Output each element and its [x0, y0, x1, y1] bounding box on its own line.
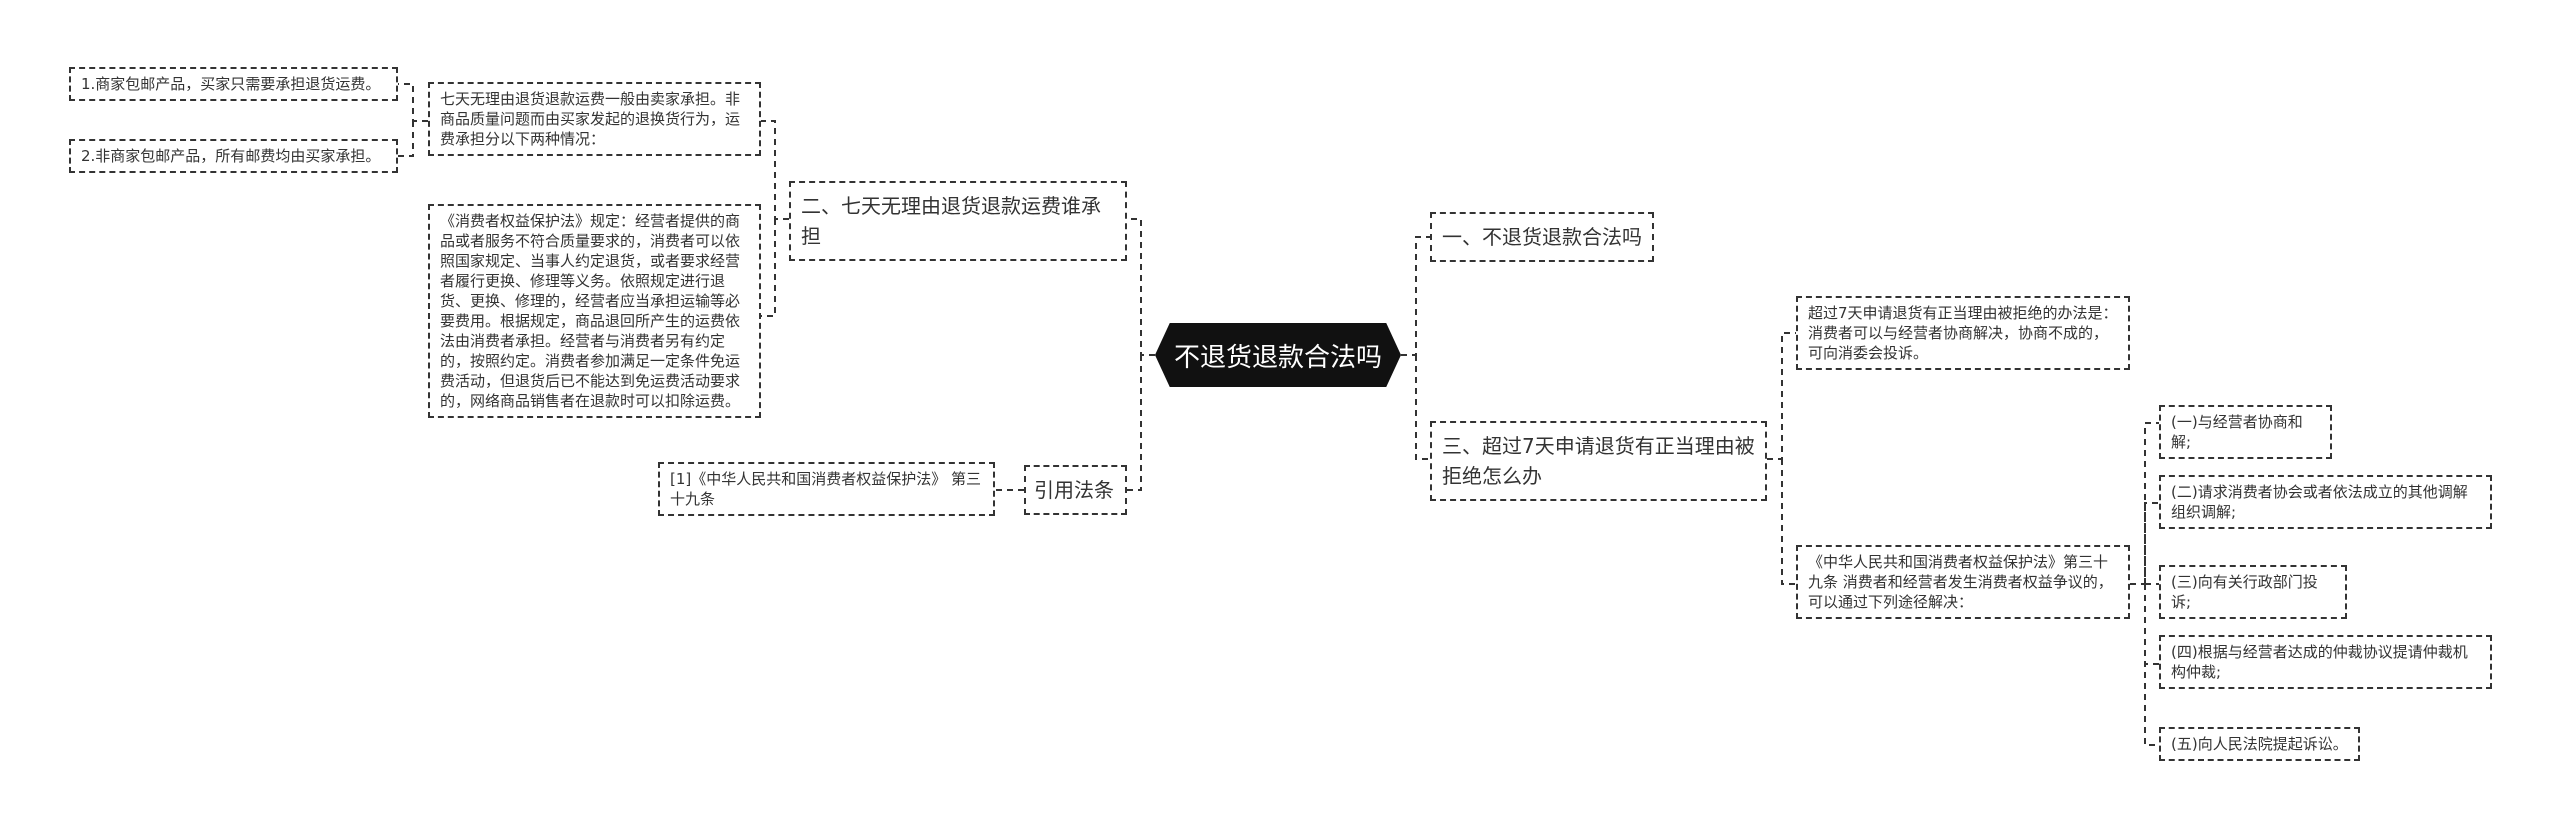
refusal-detail-node[interactable]: 超过7天申请退货有正当理由被拒绝的办法是：消费者可以与经营者协商解决，协商不成的… — [1796, 296, 2130, 370]
law-article-node[interactable]: 《中华人民共和国消费者权益保护法》第三十九条 消费者和经营者发生消费者权益争议的… — [1796, 545, 2130, 619]
freight-detail-node[interactable]: 七天无理由退货退款运费一般由卖家承担。非商品质量问题而由买家发起的退换货行为，运… — [428, 82, 761, 156]
way-node-3[interactable]: (三)向有关行政部门投诉; — [2159, 565, 2347, 619]
root-label: 不退货退款合法吗 — [1173, 342, 1382, 373]
branch-1-node[interactable]: 一、不退货退款合法吗 — [1430, 212, 1654, 262]
root-node[interactable]: 不退货退款合法吗 — [1155, 323, 1401, 387]
citation-detail-node[interactable]: [1]《中华人民共和国消费者权益保护法》 第三十九条 — [658, 462, 995, 516]
way-node-2[interactable]: (二)请求消费者协会或者依法成立的其他调解组织调解; — [2159, 475, 2492, 529]
citation-node[interactable]: 引用法条 — [1024, 465, 1127, 515]
way-node-1[interactable]: (一)与经营者协商和解; — [2159, 405, 2332, 459]
branch-3-node[interactable]: 三、超过7天申请退货有正当理由被拒绝怎么办 — [1430, 421, 1767, 501]
branch-2-node[interactable]: 二、七天无理由退货退款运费谁承担 — [789, 181, 1127, 261]
law-detail-node[interactable]: 《消费者权益保护法》规定：经营者提供的商品或者服务不符合质量要求的，消费者可以依… — [428, 204, 761, 418]
way-node-5[interactable]: (五)向人民法院提起诉讼。 — [2159, 727, 2360, 761]
case-node-2[interactable]: 2.非商家包邮产品，所有邮费均由买家承担。 — [69, 139, 398, 173]
case-node-1[interactable]: 1.商家包邮产品，买家只需要承担退货运费。 — [69, 67, 398, 101]
way-node-4[interactable]: (四)根据与经营者达成的仲裁协议提请仲裁机构仲裁; — [2159, 635, 2492, 689]
